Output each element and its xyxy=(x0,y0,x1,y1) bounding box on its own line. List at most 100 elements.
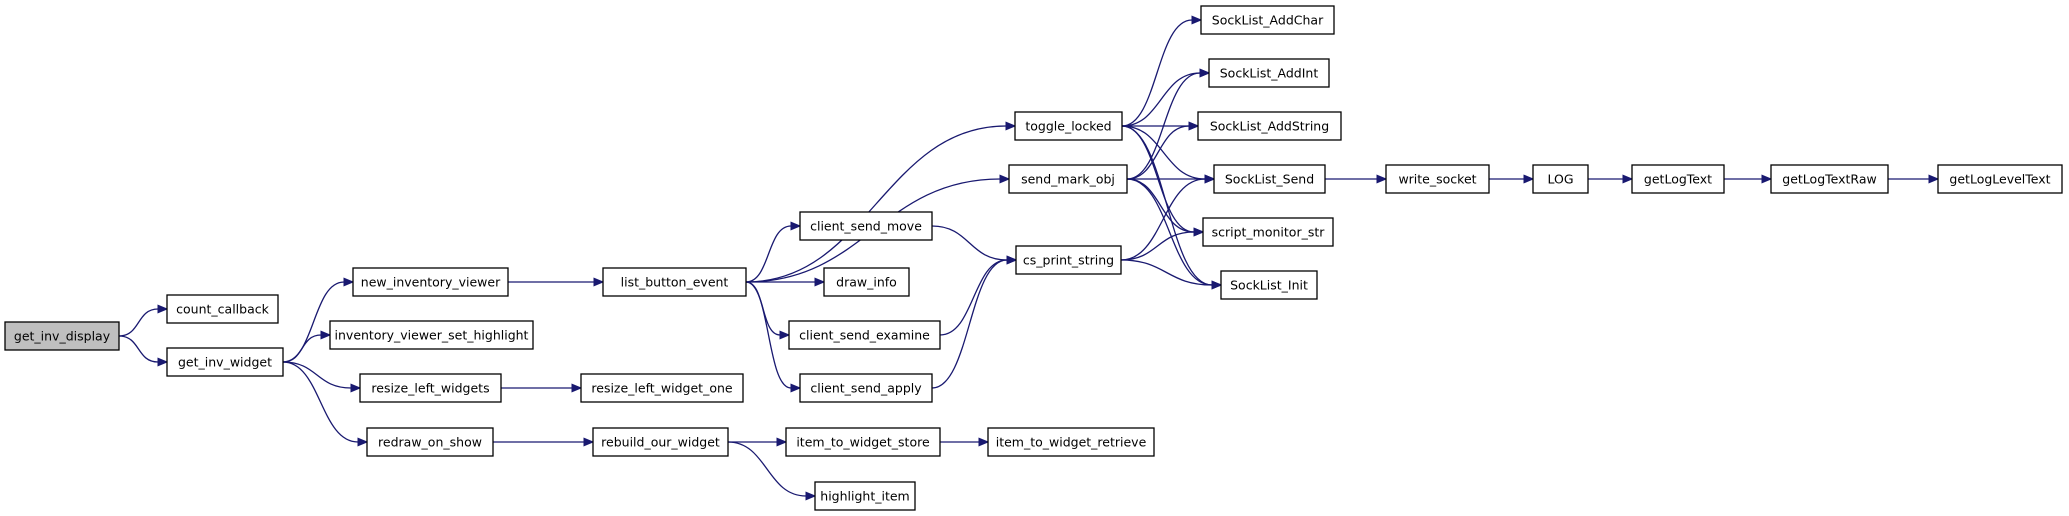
edge-rebuild-our-widget-to-highlight-item xyxy=(727,441,817,501)
node-redraw-on-show[interactable]: redraw_on_show xyxy=(366,427,494,457)
node-getlogleveltext[interactable]: getLogLevelText xyxy=(1937,164,2063,194)
node-box[interactable] xyxy=(580,373,744,403)
node-box[interactable] xyxy=(166,294,279,324)
node-label: rebuild_our_widget xyxy=(601,435,720,450)
node-getlogtext[interactable]: getLogText xyxy=(1631,164,1725,194)
node-client-send-move[interactable]: client_send_move xyxy=(799,211,933,241)
node-resize-left-widget-one[interactable]: resize_left_widget_one xyxy=(580,373,744,403)
node-box[interactable] xyxy=(1200,5,1335,35)
node-log[interactable]: LOG xyxy=(1532,164,1589,194)
node-count-callback[interactable]: count_callback xyxy=(166,294,279,324)
node-label: resize_left_widgets xyxy=(371,381,489,396)
node-socklist-send[interactable]: SockList_Send xyxy=(1213,164,1326,194)
node-label: item_to_widget_retrieve xyxy=(996,435,1147,450)
edge-toggle-locked-to-socklist-init xyxy=(1121,125,1223,290)
edge-getlogtext-to-getlogtextraw xyxy=(1724,174,1773,184)
edge-send-mark-obj-to-socklist-addint xyxy=(1126,68,1211,180)
edge-write-socket-to-log xyxy=(1489,174,1535,184)
edge-list-button-event-to-draw-info xyxy=(745,277,826,287)
node-label: SockList_AddInt xyxy=(1220,66,1319,81)
node-label: getLogTextRaw xyxy=(1782,172,1876,187)
node-box[interactable] xyxy=(1532,164,1589,194)
edge-socklist-send-to-write-socket xyxy=(1325,174,1388,184)
node-box[interactable] xyxy=(1937,164,2063,194)
node-label: highlight_item xyxy=(820,489,909,504)
edge-new-inventory-viewer-to-list-button-event xyxy=(507,277,605,287)
node-box[interactable] xyxy=(4,321,120,351)
node-box[interactable] xyxy=(329,320,534,350)
edge-resize-left-widgets-to-resize-left-widget-one xyxy=(500,383,583,393)
node-resize-left-widgets[interactable]: resize_left_widgets xyxy=(359,373,502,403)
node-box[interactable] xyxy=(1213,164,1326,194)
node-cs-print-string[interactable]: cs_print_string xyxy=(1015,245,1122,275)
node-draw-info[interactable]: draw_info xyxy=(823,267,910,297)
node-send-mark-obj[interactable]: send_mark_obj xyxy=(1008,164,1128,194)
node-socklist-addchar[interactable]: SockList_AddChar xyxy=(1200,5,1335,35)
edge-rebuild-our-widget-to-item-to-widget-store xyxy=(728,437,788,447)
node-rebuild-our-widget[interactable]: rebuild_our_widget xyxy=(592,427,729,457)
node-box[interactable] xyxy=(785,427,941,457)
call-nodes: get_inv_display count_callback get_inv_wid… xyxy=(4,5,2063,511)
edge-get-inv-display-to-count-callback xyxy=(118,304,169,337)
node-socklist-addstring[interactable]: SockList_AddString xyxy=(1197,111,1342,141)
node-highlight-item[interactable]: highlight_item xyxy=(814,481,916,511)
node-box[interactable] xyxy=(799,373,933,403)
node-new-inventory-viewer[interactable]: new_inventory_viewer xyxy=(352,267,509,297)
node-box[interactable] xyxy=(1631,164,1725,194)
node-write-socket[interactable]: write_socket xyxy=(1385,164,1490,194)
edge-get-inv-display-to-get-inv-widget xyxy=(118,335,169,367)
edge-get-inv-widget-to-inventory-viewer-set-highlight xyxy=(282,330,332,363)
node-box[interactable] xyxy=(1220,270,1318,300)
node-box[interactable] xyxy=(814,481,916,511)
node-box[interactable] xyxy=(1008,164,1128,194)
node-box[interactable] xyxy=(987,427,1155,457)
node-box[interactable] xyxy=(1208,58,1330,88)
node-box[interactable] xyxy=(799,211,933,241)
node-script-monitor-str[interactable]: script_monitor_str xyxy=(1202,217,1334,247)
node-label: draw_info xyxy=(836,275,897,290)
node-label: toggle_locked xyxy=(1025,119,1111,134)
node-label: SockList_Send xyxy=(1225,172,1314,187)
node-box[interactable] xyxy=(1770,164,1889,194)
edge-list-button-event-to-client-send-move xyxy=(745,221,802,283)
node-item-to-widget-store[interactable]: item_to_widget_store xyxy=(785,427,941,457)
node-label: getLogLevelText xyxy=(1949,172,2050,187)
node-get-inv-widget[interactable]: get_inv_widget xyxy=(166,347,284,377)
node-box[interactable] xyxy=(1202,217,1334,247)
node-toggle-locked[interactable]: toggle_locked xyxy=(1014,111,1123,141)
node-label: new_inventory_viewer xyxy=(361,275,501,290)
node-box[interactable] xyxy=(1197,111,1342,141)
node-box[interactable] xyxy=(366,427,494,457)
node-box[interactable] xyxy=(788,320,941,350)
node-box[interactable] xyxy=(602,267,747,297)
node-box[interactable] xyxy=(823,267,910,297)
node-client-send-apply[interactable]: client_send_apply xyxy=(799,373,933,403)
node-box[interactable] xyxy=(359,373,502,403)
node-getlogtextraw[interactable]: getLogTextRaw xyxy=(1770,164,1889,194)
edge-cs-print-string-to-socklist-init xyxy=(1120,259,1223,290)
node-label: inventory_viewer_set_highlight xyxy=(335,328,529,343)
node-label: client_send_move xyxy=(810,219,922,234)
node-box[interactable] xyxy=(592,427,729,457)
edge-list-button-event-to-toggle-locked xyxy=(745,121,1017,283)
node-box[interactable] xyxy=(352,267,509,297)
edge-send-mark-obj-to-script-monitor-str xyxy=(1126,178,1205,237)
node-label: cs_print_string xyxy=(1023,253,1114,268)
node-inventory-viewer-set-highlight[interactable]: inventory_viewer_set_highlight xyxy=(329,320,534,350)
node-box[interactable] xyxy=(1385,164,1490,194)
edge-get-inv-widget-to-resize-left-widgets xyxy=(282,361,362,393)
node-box[interactable] xyxy=(1014,111,1123,141)
node-box[interactable] xyxy=(1015,245,1122,275)
node-box[interactable] xyxy=(166,347,284,377)
node-label: SockList_Init xyxy=(1230,278,1308,293)
edge-client-send-apply-to-cs-print-string xyxy=(931,255,1018,389)
node-client-send-examine[interactable]: client_send_examine xyxy=(788,320,941,350)
node-get-inv-display[interactable]: get_inv_display xyxy=(4,321,120,351)
node-item-to-widget-retrieve[interactable]: item_to_widget_retrieve xyxy=(987,427,1155,457)
node-list-button-event[interactable]: list_button_event xyxy=(602,267,747,297)
node-label: get_inv_widget xyxy=(178,355,272,370)
edge-cs-print-string-to-script-monitor-str xyxy=(1120,227,1205,261)
node-socklist-addint[interactable]: SockList_AddInt xyxy=(1208,58,1330,88)
node-socklist-init[interactable]: SockList_Init xyxy=(1220,270,1318,300)
